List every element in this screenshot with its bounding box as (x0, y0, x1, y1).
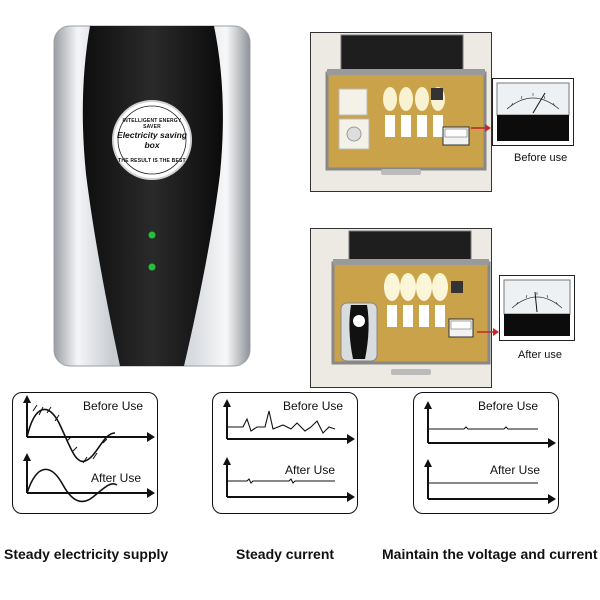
badge-bottom-text: THE RESULT IS THE BEST (118, 158, 186, 164)
status-led-2 (148, 263, 156, 271)
caption-maintain-voltage: Maintain the voltage and current (382, 546, 598, 562)
waveform-graph-2 (223, 399, 355, 502)
graph-panel-current: Before Use After Use (212, 392, 358, 514)
after-use-caption: After use (518, 349, 563, 361)
ammeter-dial-before (496, 82, 570, 141)
before-use-label: Before Use (83, 399, 144, 413)
test-case-photo-before (310, 32, 492, 192)
caption-steady-current: Steady current (236, 546, 335, 562)
test-case-photo-after (310, 228, 492, 388)
before-use-label: Before Use (478, 399, 539, 413)
energy-saver-device: INTELLIGENT ENERGY SAVER Electricity sav… (52, 24, 252, 368)
waveform-graph-3 (424, 401, 556, 504)
graph-panel-voltage-current: Before Use After Use (413, 392, 559, 514)
status-led-1 (148, 231, 156, 239)
before-use-label: Before Use (283, 399, 344, 413)
ammeter-before (492, 78, 574, 146)
caption-steady-supply: Steady electricity supply (4, 546, 169, 562)
badge-main-text: Electricity saving box (117, 130, 187, 150)
arrow-right-icon (471, 124, 491, 132)
graph-panel-electricity-supply: Before Use After Use (12, 392, 158, 514)
waveform-graph-1 (23, 395, 155, 503)
ammeter-dial-after (503, 279, 571, 336)
briefcase-test-rig-after (311, 229, 491, 387)
after-use-label: After Use (285, 463, 336, 477)
badge-top-text: INTELLIGENT ENERGY SAVER (122, 118, 182, 130)
briefcase-test-rig-before (311, 33, 491, 191)
after-use-label: After Use (490, 463, 541, 477)
before-use-caption: Before use (514, 152, 568, 164)
arrow-right-icon (477, 328, 499, 336)
device-illustration (53, 25, 251, 367)
after-use-label: After Use (91, 471, 142, 485)
ammeter-after (499, 275, 575, 341)
